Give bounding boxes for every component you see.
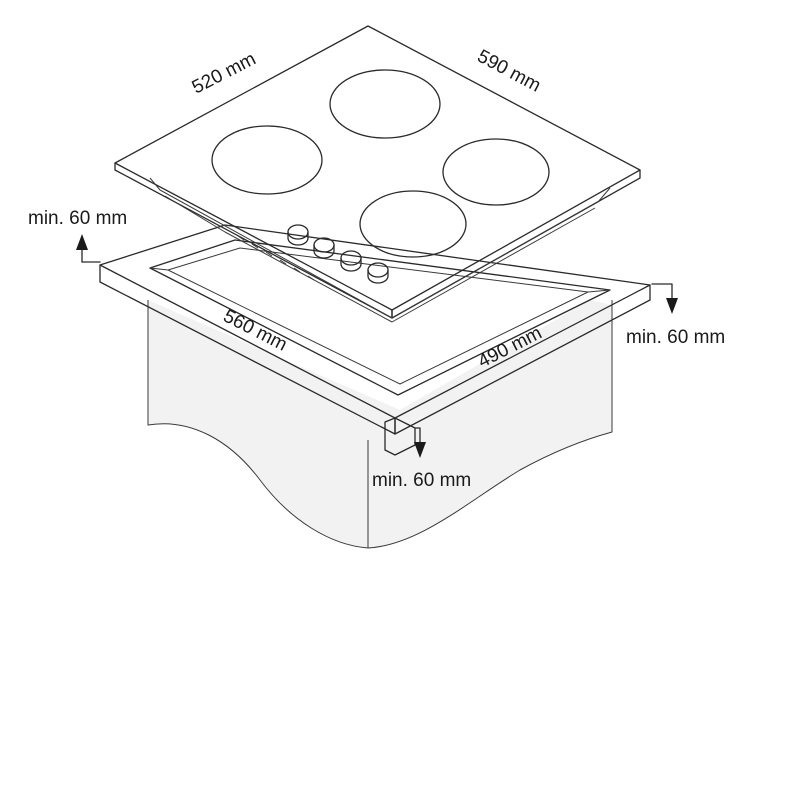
arrow-down-icon: [414, 427, 426, 458]
burner-back-right: [329, 69, 441, 139]
control-knob-4: [367, 262, 389, 284]
cabinet-body: [148, 300, 612, 548]
worktop-front-right: [394, 284, 651, 435]
arrow-down-icon: [651, 283, 678, 314]
hob-vent-slots: [237, 235, 315, 281]
burner-back-left: [211, 125, 323, 195]
control-knob-2: [313, 237, 335, 259]
clearance-label-left: min. 60 mm: [28, 208, 127, 229]
hob-casing-bottom: [164, 195, 596, 323]
clearance-label-front: min. 60 mm: [372, 470, 471, 491]
worktop-cutout-edge-right: [587, 289, 611, 293]
arrow-up-icon: [76, 234, 101, 263]
worktop-front-corner: [384, 417, 416, 456]
worktop-cutout-edge-left: [149, 267, 169, 271]
hob-casing: [149, 177, 611, 319]
cabinet-right-edge: [367, 300, 613, 549]
control-knob-3: [340, 250, 362, 272]
burner-front-right: [442, 138, 550, 206]
dimension-label-hob-width: 590 mm: [474, 46, 544, 97]
clearance-label-right: min. 60 mm: [626, 327, 725, 348]
cabinet-left-edge: [147, 300, 369, 549]
control-knob-1: [287, 224, 309, 246]
hob-top-surface: [114, 25, 641, 311]
burner-front-left: [359, 190, 467, 258]
